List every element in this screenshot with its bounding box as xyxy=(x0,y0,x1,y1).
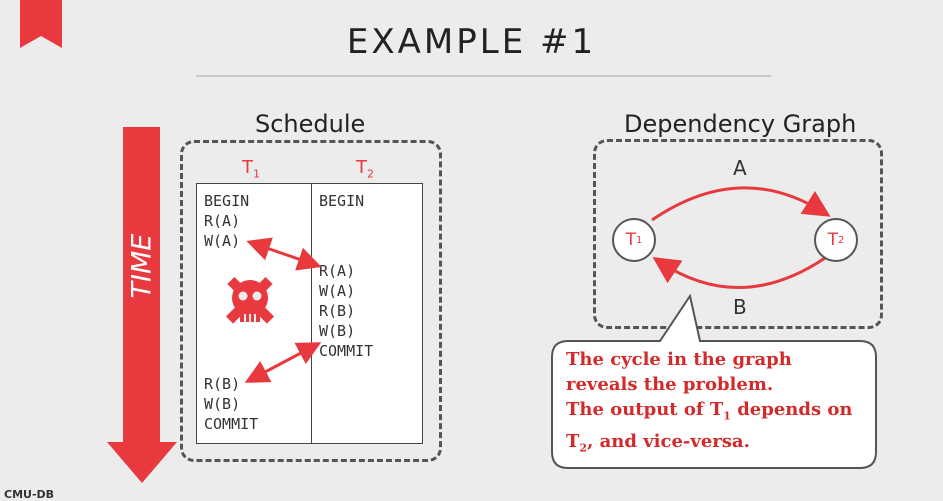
edge-a xyxy=(651,186,831,222)
t1-ops-bottom: R(B) W(B) COMMIT xyxy=(204,374,258,434)
op-item: W(B) xyxy=(319,322,356,340)
op-item: W(B) xyxy=(204,395,241,413)
schedule-column-divider xyxy=(311,183,312,444)
op-item: R(A) xyxy=(319,262,356,280)
t1-ops-top: BEGIN R(A) W(A) xyxy=(204,191,249,251)
op-item: R(B) xyxy=(204,375,241,393)
footer-logo: CMU-DB xyxy=(4,488,55,501)
edge-label-a: A xyxy=(733,156,747,180)
t2-ops: R(A) W(A) R(B) W(B) COMMIT xyxy=(319,261,373,361)
op-item: W(A) xyxy=(319,282,356,300)
op-item: BEGIN xyxy=(319,192,365,210)
graph-heading: Dependency Graph xyxy=(624,110,857,138)
op-item: BEGIN xyxy=(204,192,250,210)
skull-crossbones-icon xyxy=(225,276,275,324)
op-item: W(A) xyxy=(204,232,241,250)
op-item: R(B) xyxy=(319,302,356,320)
schedule-heading: Schedule xyxy=(255,110,366,138)
schedule-table xyxy=(196,183,423,444)
time-arrow-shaft xyxy=(123,127,160,451)
conflict-arrow-b xyxy=(244,342,322,383)
conflict-arrow-a xyxy=(246,237,322,271)
callout-line: T2, and vice-versa. xyxy=(566,430,750,455)
edge-b xyxy=(652,256,826,289)
callout-line: reveals the problem. xyxy=(566,374,774,395)
title-divider xyxy=(196,75,771,77)
graph-box xyxy=(593,139,883,329)
op-item: COMMIT xyxy=(319,342,374,360)
edge-label-b: B xyxy=(733,295,747,319)
t2-op-begin: BEGIN xyxy=(319,191,364,211)
callout-line: The cycle in the graph xyxy=(566,349,792,370)
callout-text: The cycle in the graph reveals the probl… xyxy=(566,347,866,460)
t1-header: T1 xyxy=(242,157,260,181)
callout-line: The output of T1 depends on xyxy=(566,399,853,423)
op-item: R(A) xyxy=(204,212,241,230)
schedule-box xyxy=(180,140,442,462)
time-arrow-head xyxy=(107,442,177,483)
slide-title: EXAMPLE #1 xyxy=(346,22,597,62)
t2-header: T2 xyxy=(356,157,374,181)
op-item: COMMIT xyxy=(204,415,259,433)
